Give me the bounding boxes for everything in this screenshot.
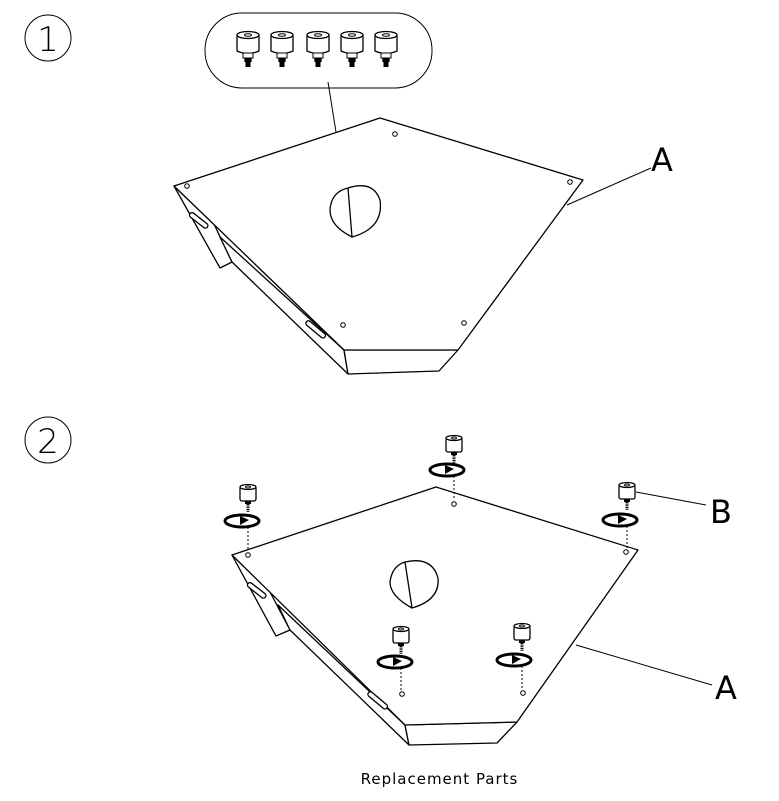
handle-icon <box>246 582 267 599</box>
callout-a2-leader <box>575 644 713 686</box>
parts-kit-feet <box>236 30 398 68</box>
foot-icon <box>236 30 260 68</box>
rotate-arrow-icon <box>223 513 261 529</box>
callout-a-leader <box>566 167 652 206</box>
handle-icon <box>305 320 327 339</box>
callout-b-leader <box>635 491 707 506</box>
foot-icon <box>617 481 637 512</box>
rotate-arrow-icon <box>428 462 466 478</box>
foot-icon <box>340 30 364 68</box>
step-1: 1 <box>24 12 673 375</box>
step-1-circle <box>24 14 72 62</box>
step-2-number: 2 <box>37 422 59 462</box>
diagram-caption: Replacement Parts <box>360 770 519 788</box>
step-1-number: 1 <box>37 20 59 60</box>
rotate-arrow-icon <box>601 512 639 528</box>
parts-kit-bubble <box>204 12 433 89</box>
callout-a2-label: A <box>715 669 737 707</box>
foot-icon <box>306 30 330 68</box>
callout-b-label: B <box>710 493 732 531</box>
step-2-circle <box>24 416 72 464</box>
corner-panel-step1 <box>173 117 584 375</box>
foot-icon <box>444 434 464 465</box>
callout-a-label: A <box>651 141 673 179</box>
handle-icon <box>188 212 209 229</box>
foot-installation-guides <box>223 434 639 690</box>
step-2: 2 <box>24 416 737 746</box>
foot-icon <box>374 30 398 68</box>
foot-icon <box>238 483 258 514</box>
corner-panel-step2 <box>231 486 639 746</box>
foot-icon <box>270 30 294 68</box>
handle-icon <box>367 691 389 710</box>
